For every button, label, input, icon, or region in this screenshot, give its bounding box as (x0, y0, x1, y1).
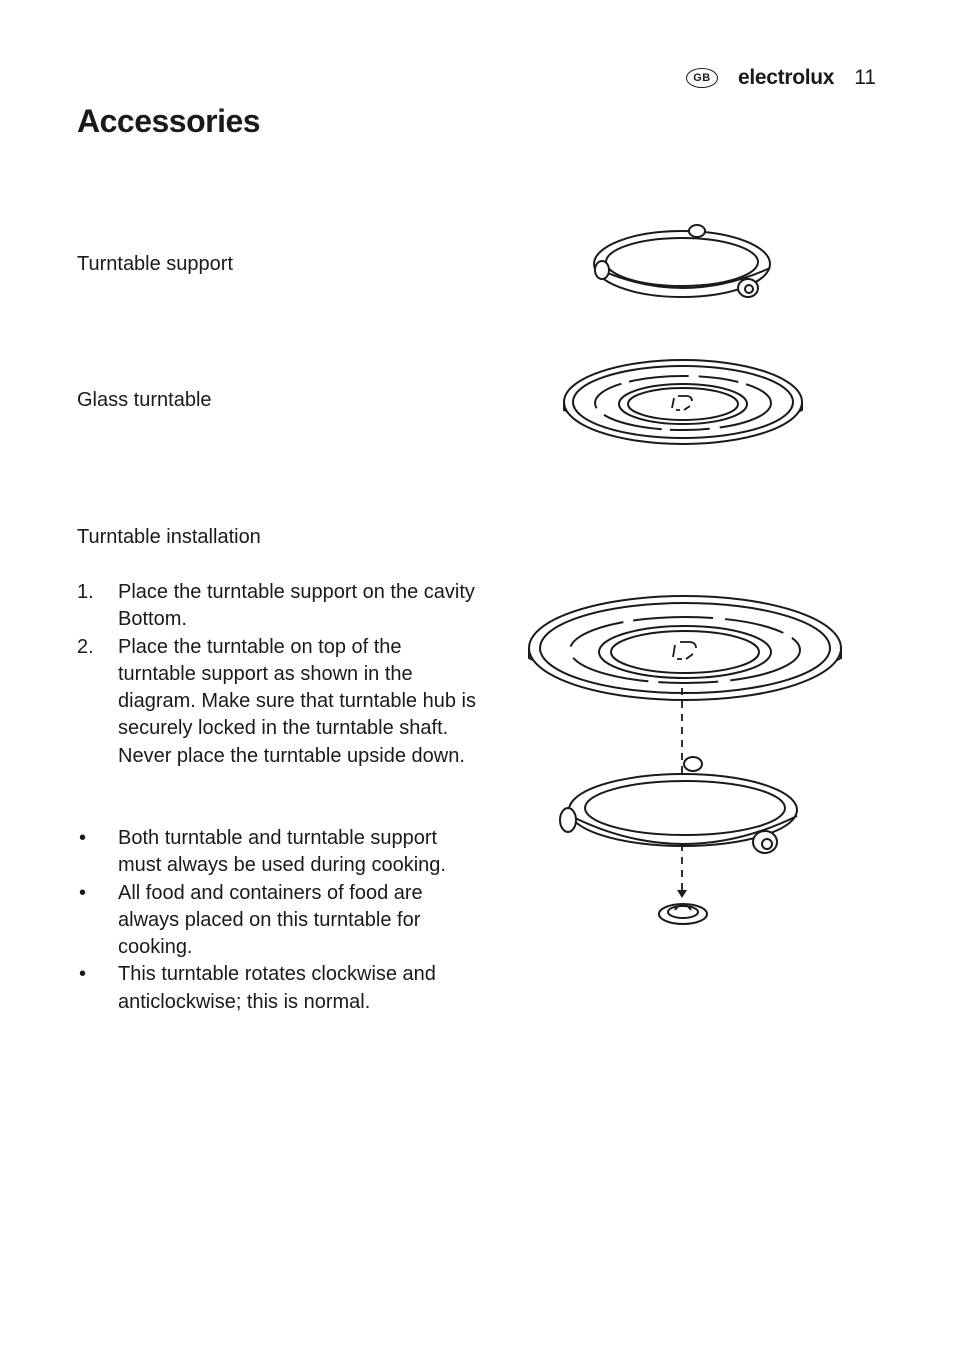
page-number: 11 (854, 66, 876, 89)
note-text: This turntable rotates clockwise and ant… (118, 963, 436, 1013)
bullet-marker: • (79, 963, 87, 986)
bullet-marker: • (79, 881, 87, 904)
turntable-installation-label: Turntable installation (77, 526, 261, 548)
note-item: • All food and containers of food are al… (77, 880, 477, 962)
region-badge: GB (685, 68, 718, 88)
page-title: Accessories (77, 103, 261, 139)
turntable-installation-diagram (528, 595, 842, 925)
note-text: All food and containers of food are alwa… (118, 881, 423, 959)
page-header: GB electrolux 11 (685, 62, 876, 94)
glass-turntable-label: Glass turntable (77, 389, 212, 411)
brand-logo: electrolux (737, 66, 835, 89)
glass-turntable-illustration (563, 359, 803, 445)
step-item: 2. Place the turntable on top of the tur… (77, 634, 477, 770)
bullet-marker: • (79, 827, 87, 849)
turntable-support-label: Turntable support (77, 253, 234, 275)
usage-notes: • Both turntable and turntable support m… (77, 825, 477, 1016)
note-text: Both turntable and turntable support mus… (118, 827, 446, 877)
turntable-support-illustration (593, 224, 771, 298)
installation-steps: 1. Place the turntable support on the ca… (77, 579, 477, 770)
step-text: Place the turntable support on the cavit… (118, 581, 475, 631)
step-text: Place the turntable on top of the turnta… (118, 635, 476, 767)
step-number: 1. (77, 581, 94, 603)
step-item: 1. Place the turntable support on the ca… (77, 579, 477, 634)
note-item: • Both turntable and turntable support m… (77, 825, 477, 880)
note-item: • This turntable rotates clockwise and a… (77, 961, 477, 1016)
step-number: 2. (77, 635, 94, 658)
